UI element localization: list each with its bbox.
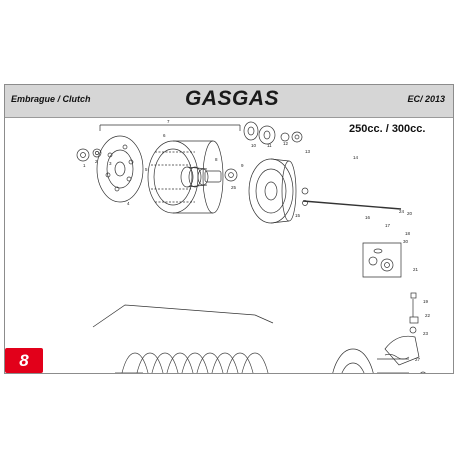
callout-number: 11 — [267, 143, 272, 148]
callout-number: 17 — [385, 223, 391, 228]
callout-number: 4 — [127, 201, 130, 206]
callout-number: 18 — [405, 231, 411, 236]
callout-number: 13 — [305, 149, 311, 154]
callout-number: 16 — [365, 215, 371, 220]
engine-size-label: 250cc. / 300cc. — [349, 123, 426, 135]
callout-number: 22 — [425, 313, 431, 318]
callout-number: 3 — [109, 161, 112, 166]
model-year: EC/ 2013 — [407, 94, 445, 104]
diagram-frame: Embrague / Clutch GASGAS EC/ 2013 250cc.… — [4, 84, 454, 374]
callout-number: 27 — [415, 357, 421, 362]
callout-number: 5 — [145, 167, 148, 172]
callout-number: 2 — [95, 159, 98, 164]
callout-number: 1 — [83, 163, 86, 168]
callout-number: 10 — [251, 143, 257, 148]
callout-number: 23 — [423, 331, 429, 336]
callout-number: 7 — [167, 119, 170, 124]
callout-number: 9 — [241, 163, 244, 168]
callout-number: 25 — [231, 185, 237, 190]
callout-number: 20 — [407, 211, 413, 216]
page-number-badge: 8 — [5, 348, 43, 373]
section-label: Embrague / Clutch — [11, 94, 91, 104]
exploded-clutch-diagram: 1234567891011121314151617181920212223242… — [76, 119, 431, 373]
callout-number: 19 — [423, 299, 429, 304]
brand-logo: GASGAS — [185, 87, 280, 110]
callout-number: 21 — [413, 267, 419, 272]
callout-number: 6 — [163, 133, 166, 138]
callout-number: 8 — [215, 157, 218, 162]
header-bar: Embrague / Clutch GASGAS EC/ 2013 — [5, 85, 453, 118]
callout-number: 30 — [403, 239, 409, 244]
callout-number: 24 — [399, 209, 405, 214]
callout-number: 12 — [283, 141, 289, 146]
callout-number: 14 — [353, 155, 359, 160]
callout-number: 15 — [295, 213, 301, 218]
